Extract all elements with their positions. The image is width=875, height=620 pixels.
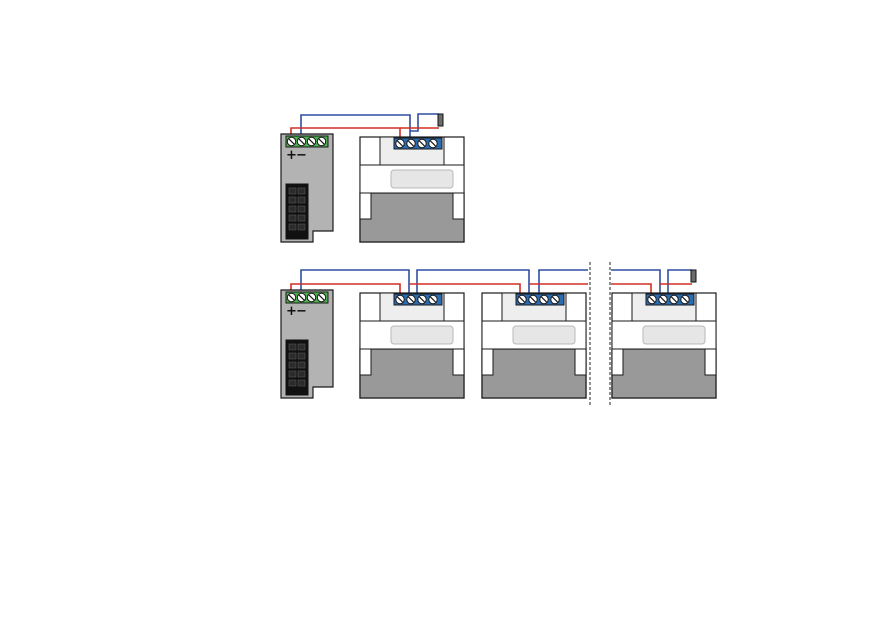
wire-negative — [667, 269, 692, 294]
power-supply-unit: + − — [281, 290, 333, 398]
module — [612, 293, 716, 398]
top-row: + − — [281, 113, 464, 242]
wire-negative — [538, 269, 588, 294]
bottom-row: + − — [281, 262, 716, 407]
wire-negative — [416, 269, 530, 294]
module — [360, 293, 464, 398]
psu-minus-label: − — [296, 148, 307, 163]
bottom-wires — [290, 269, 692, 297]
end-terminator-icon — [690, 269, 697, 283]
psu-minus-label: − — [296, 304, 307, 319]
psu-plus-label: + — [286, 304, 297, 319]
wire-negative — [410, 113, 439, 132]
power-supply-unit: + − — [281, 134, 333, 242]
wire-negative — [611, 269, 661, 294]
wire-positive — [611, 283, 652, 294]
module — [482, 293, 586, 398]
module — [360, 137, 464, 242]
psu-plus-label: + — [286, 148, 297, 163]
wire-positive — [409, 283, 521, 294]
end-terminator-icon — [437, 113, 444, 127]
